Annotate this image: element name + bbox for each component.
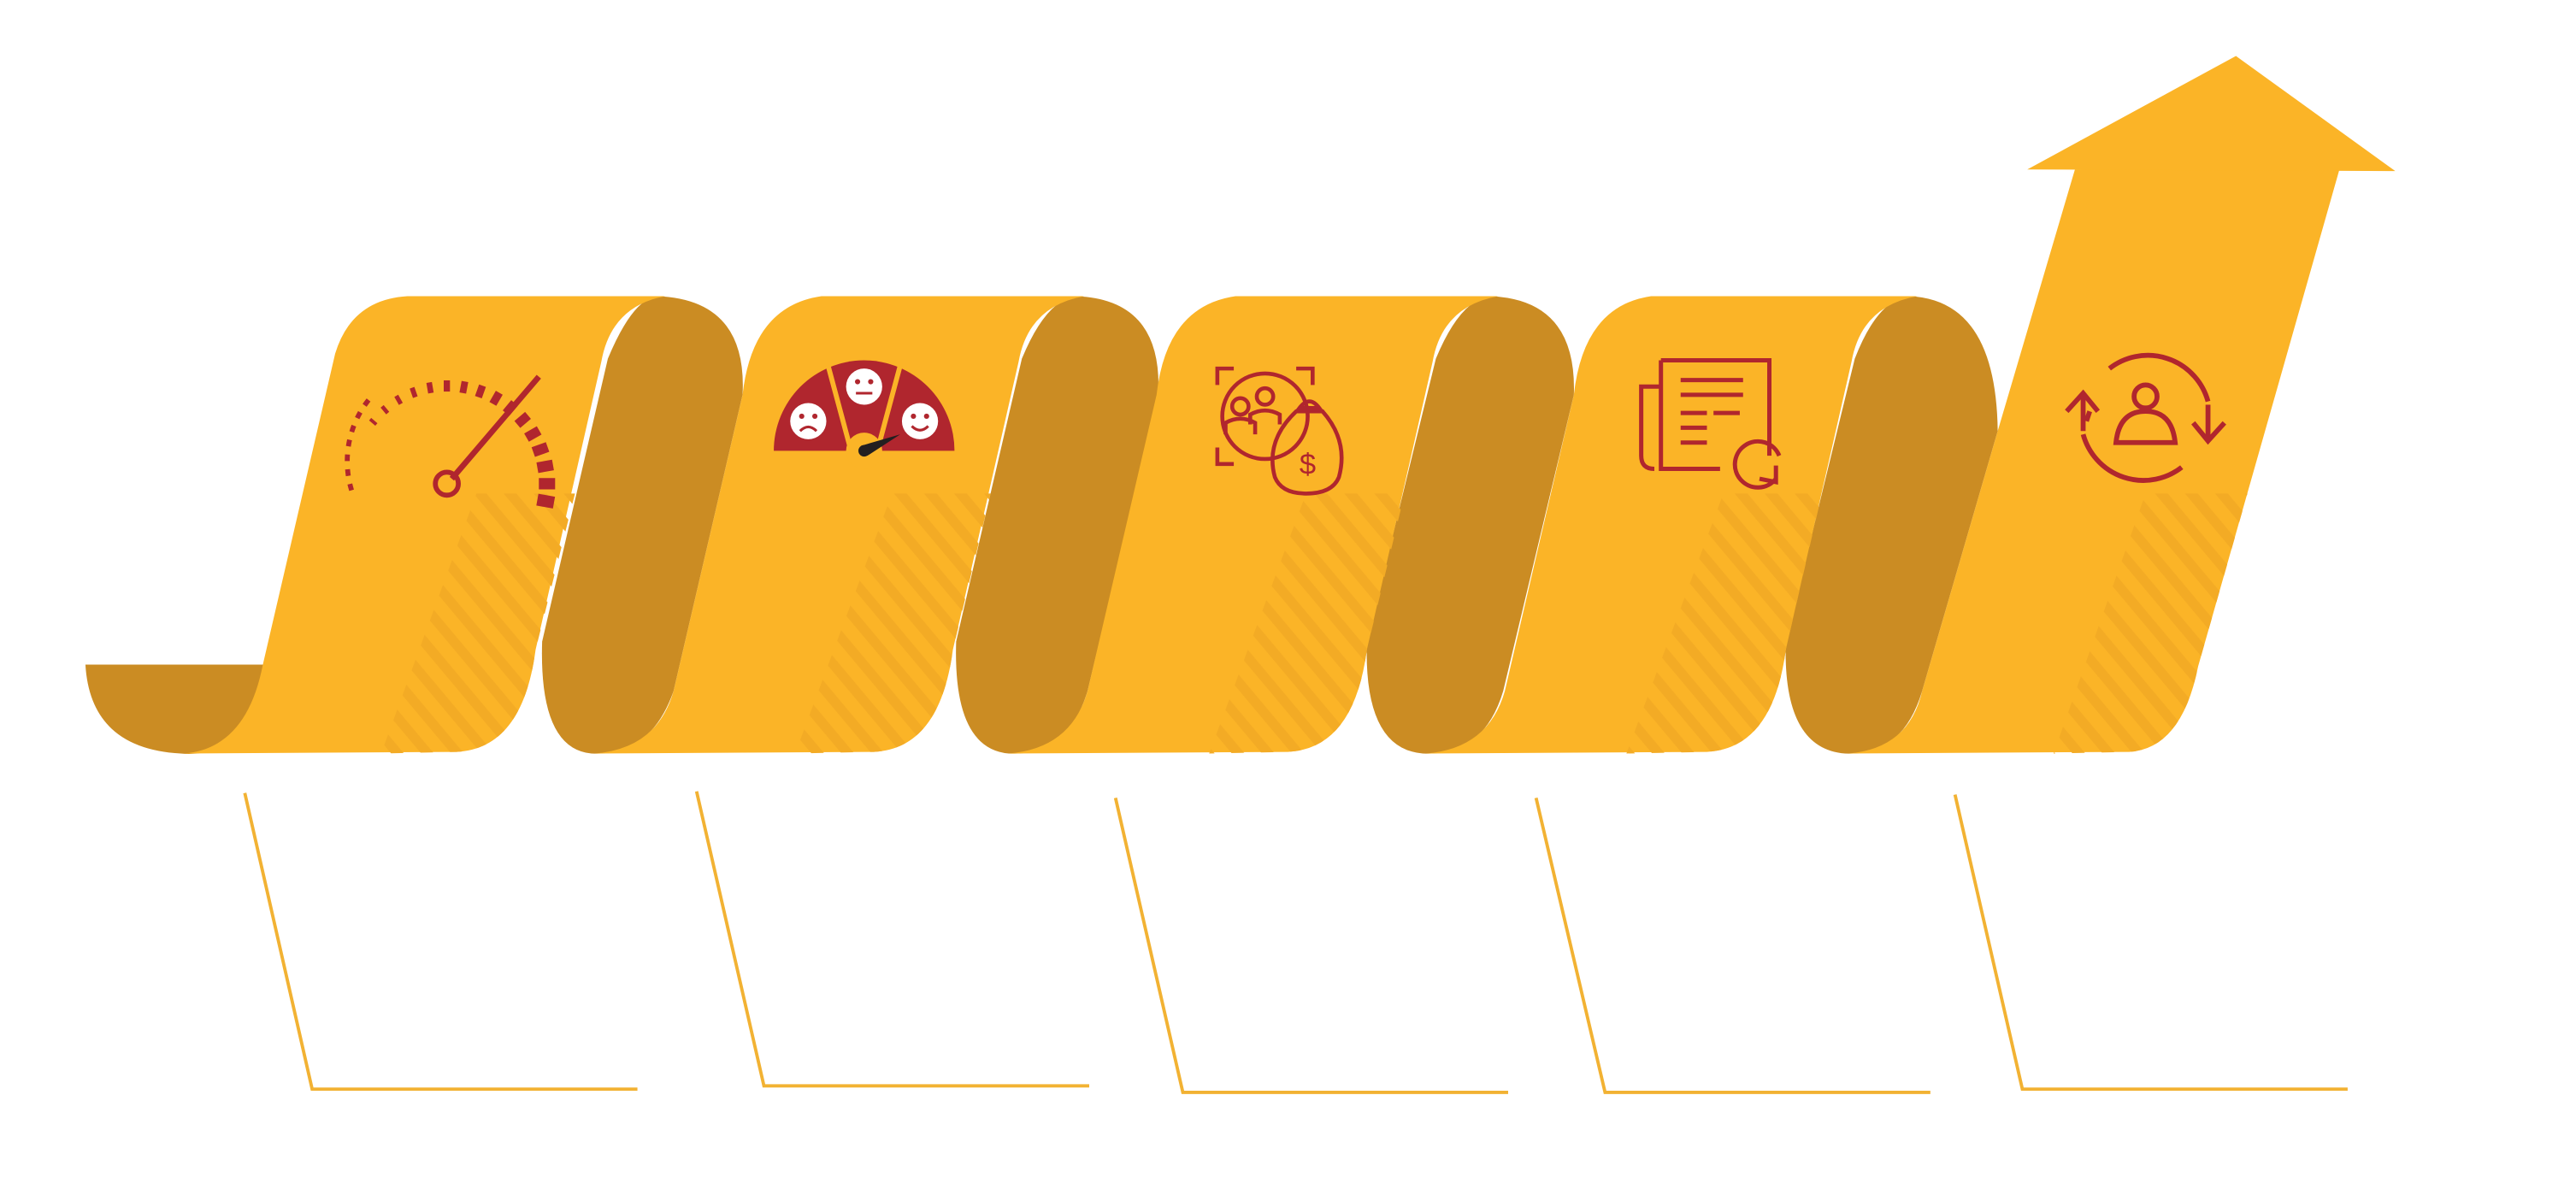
ribbon-folds bbox=[85, 296, 1998, 754]
gauge-tick bbox=[410, 386, 418, 398]
svg-text:$: $ bbox=[1300, 448, 1316, 480]
arrow-head bbox=[2027, 56, 2396, 172]
gauge-tick bbox=[368, 417, 378, 427]
gauge-tick bbox=[514, 411, 532, 428]
leader-line-5 bbox=[1953, 794, 2348, 1092]
leader-line-1 bbox=[243, 792, 638, 1092]
gauge-tick bbox=[489, 391, 503, 406]
ribbon-panels bbox=[184, 56, 2396, 754]
gauge-tick bbox=[459, 380, 469, 394]
hatch-panel-4 bbox=[1626, 493, 1823, 754]
ribbon-tail bbox=[85, 664, 267, 754]
ribbon-panel-1 bbox=[184, 296, 666, 754]
gauge-tick bbox=[536, 493, 556, 509]
leader-line-4 bbox=[1534, 798, 1931, 1094]
hatch-panel-2 bbox=[795, 493, 991, 754]
gauge-tick bbox=[426, 381, 434, 394]
gauge-tick bbox=[380, 404, 390, 415]
customer-value-targeting-icon: $ bbox=[1215, 366, 1344, 496]
ribbon-hatching bbox=[380, 493, 2248, 754]
ribbon-fold-4 bbox=[1785, 296, 1998, 754]
gauge-tick bbox=[524, 426, 542, 442]
speedometer-icon bbox=[345, 374, 556, 509]
ribbon-fold-2 bbox=[956, 296, 1159, 754]
neutral-face-icon bbox=[846, 368, 882, 405]
leader-line-3 bbox=[1113, 798, 1508, 1094]
leader-line-2 bbox=[694, 791, 1089, 1088]
ribbon-panel-4 bbox=[1425, 296, 1918, 754]
document-refresh-icon bbox=[1639, 357, 1782, 490]
ribbon-arrow-shaft bbox=[1848, 169, 2340, 754]
ribbon-panel-3 bbox=[1008, 296, 1499, 754]
ribbon-panel-2 bbox=[594, 296, 1085, 754]
gauge-tick bbox=[531, 442, 550, 457]
hatch-panel-1 bbox=[380, 493, 575, 754]
satisfaction-meter-icon bbox=[774, 360, 955, 469]
gauge-tick bbox=[394, 394, 404, 405]
happy-face-icon bbox=[901, 403, 939, 439]
ribbon-fold-1 bbox=[541, 296, 743, 754]
ribbon-fold-3 bbox=[1366, 296, 1574, 754]
customer-retention-cycle-icon bbox=[2065, 352, 2226, 483]
leader-lines bbox=[243, 791, 2348, 1094]
sad-face-icon bbox=[790, 403, 827, 439]
gauge-tick bbox=[475, 384, 486, 399]
hatch-panel-3 bbox=[1209, 493, 1405, 754]
gauge-tick bbox=[536, 459, 554, 474]
hatch-panel-5 bbox=[2053, 493, 2248, 754]
